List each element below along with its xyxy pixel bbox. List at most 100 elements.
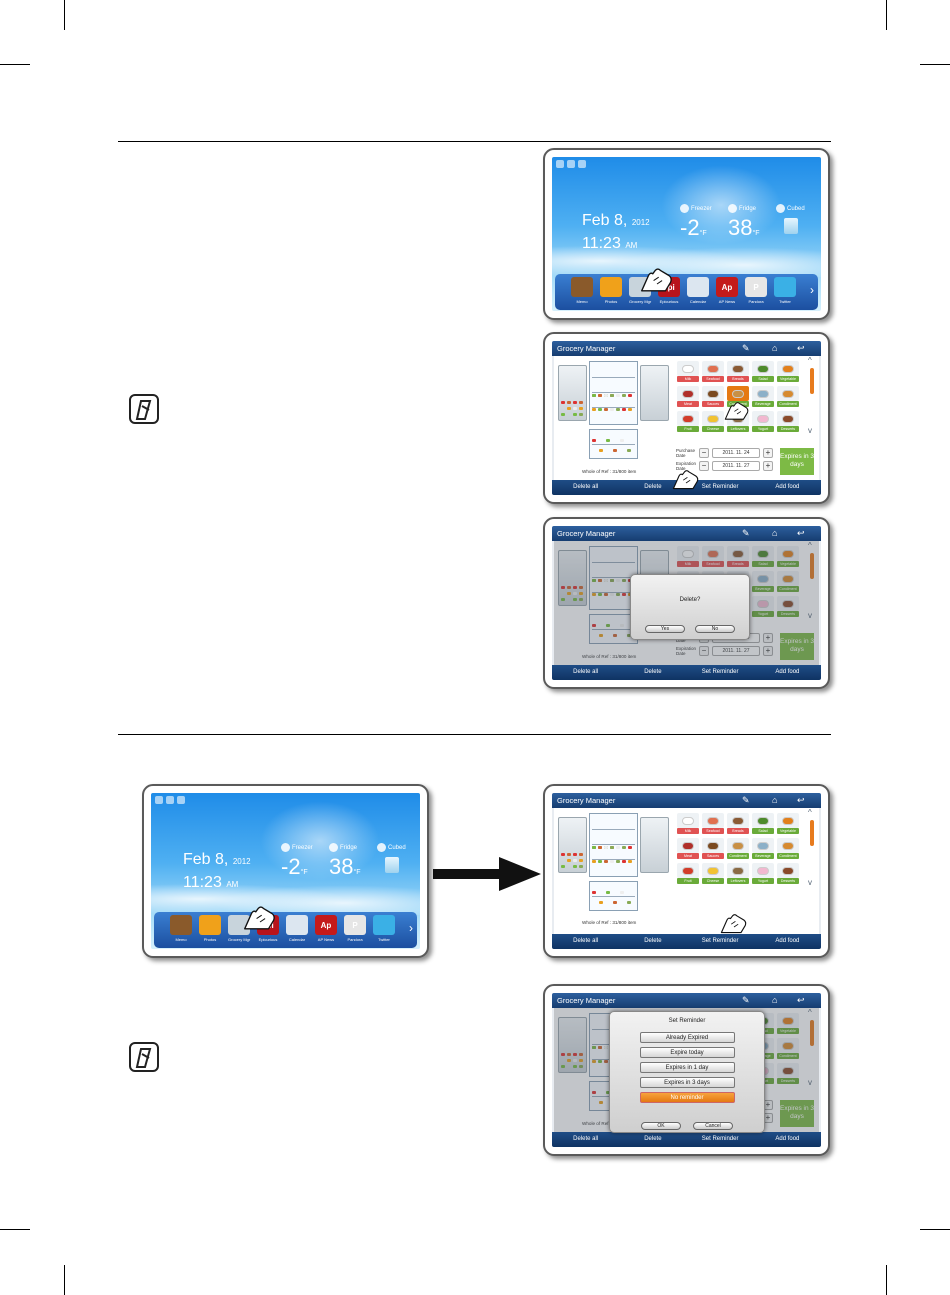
chevron-right-icon[interactable]: › xyxy=(409,921,413,935)
increase-button[interactable]: + xyxy=(763,447,773,458)
food-category-vegetable[interactable]: Vegetable xyxy=(777,1013,799,1034)
add-food-button[interactable]: Add food xyxy=(775,938,800,944)
food-category-yogurt[interactable]: Yogurt xyxy=(752,596,774,617)
home-icon[interactable]: ⌂ xyxy=(772,995,778,1005)
food-category-vegetable[interactable]: Vegetable xyxy=(777,546,799,567)
food-category-yogurt[interactable]: Yogurt xyxy=(752,411,774,432)
increase-button[interactable]: + xyxy=(763,645,773,656)
food-category-cheese[interactable]: Cheese xyxy=(702,411,724,432)
delete-all-button[interactable]: Delete all xyxy=(573,484,599,490)
back-icon[interactable]: ↩ xyxy=(797,343,805,353)
reminder-option[interactable]: Expire today xyxy=(639,1047,735,1058)
memo-icon[interactable]: ✎ xyxy=(742,343,750,353)
food-category-salad[interactable]: Salad xyxy=(752,361,774,382)
home-icon[interactable]: ⌂ xyxy=(772,343,778,353)
food-category-condiment[interactable]: Condiment xyxy=(777,571,799,592)
delete-all-button[interactable]: Delete all xyxy=(573,1136,599,1142)
food-category-desserts[interactable]: Desserts xyxy=(777,863,799,884)
ice-temp[interactable]: Cubed xyxy=(377,843,417,886)
food-category-breads[interactable]: Breads xyxy=(727,361,749,382)
ice-temp[interactable]: Cubed xyxy=(776,204,816,247)
decrease-button[interactable]: − xyxy=(699,645,709,656)
expiration-date[interactable]: 2011. 11. 27 xyxy=(712,460,760,471)
food-category-condiment[interactable]: Condiment xyxy=(777,1038,799,1059)
app-photos[interactable]: Photos xyxy=(199,915,221,942)
food-category-milk[interactable]: Milk xyxy=(677,361,699,382)
food-category-seafood[interactable]: Seafood xyxy=(702,361,724,382)
expiration-date[interactable]: 2011. 11. 27 xyxy=(712,645,760,656)
food-category-seafood[interactable]: Seafood xyxy=(702,813,724,834)
food-category-leftovers[interactable]: Leftovers xyxy=(727,863,749,884)
add-food-button[interactable]: Add food xyxy=(775,669,800,675)
food-category-desserts[interactable]: Desserts xyxy=(777,411,799,432)
food-category-sauces[interactable]: Sauces xyxy=(702,838,724,859)
fridge-diagram[interactable] xyxy=(558,813,678,923)
delete-all-button[interactable]: Delete all xyxy=(573,938,599,944)
back-icon[interactable]: ↩ xyxy=(797,528,805,538)
no-button[interactable]: No xyxy=(695,625,735,633)
add-food-button[interactable]: Add food xyxy=(775,1136,800,1142)
scrollbar-thumb[interactable] xyxy=(810,368,814,394)
reminder-option[interactable]: Already Expired xyxy=(639,1032,735,1043)
memo-icon[interactable]: ✎ xyxy=(742,995,750,1005)
food-category-desserts[interactable]: Desserts xyxy=(777,596,799,617)
set-reminder-button[interactable]: Set Reminder xyxy=(701,484,739,490)
scroll-down-icon[interactable]: v xyxy=(808,611,812,620)
set-reminder-button[interactable]: Set Reminder xyxy=(701,938,739,944)
reminder-option[interactable]: Expires in 3 days xyxy=(639,1077,735,1088)
set-reminder-button[interactable]: Set Reminder xyxy=(701,1136,739,1142)
scroll-down-icon[interactable]: v xyxy=(808,426,812,435)
back-icon[interactable]: ↩ xyxy=(797,795,805,805)
fridge-diagram[interactable] xyxy=(558,361,678,471)
food-category-fruit[interactable]: Fruit xyxy=(677,863,699,884)
increase-button[interactable]: + xyxy=(763,460,773,471)
freezer-temp[interactable]: Freezer-2°F xyxy=(680,204,720,247)
scroll-up-icon[interactable]: ^ xyxy=(808,1008,812,1017)
freezer-temp[interactable]: Freezer-2°F xyxy=(281,843,321,886)
reminder-option[interactable]: No reminder xyxy=(639,1092,735,1103)
delete-all-button[interactable]: Delete all xyxy=(573,669,599,675)
food-category-beverage[interactable]: Beverage xyxy=(752,571,774,592)
scrollbar-thumb[interactable] xyxy=(810,1020,814,1046)
expires-badge[interactable]: Expires in 3 days xyxy=(780,448,814,475)
cancel-button[interactable]: Cancel xyxy=(693,1122,733,1130)
delete-button[interactable]: Delete xyxy=(644,1136,662,1142)
food-category-meat[interactable]: Meat xyxy=(677,386,699,407)
expires-badge[interactable]: Expires in 3 days xyxy=(780,633,814,660)
app-calendar[interactable]: Calendar xyxy=(286,915,308,942)
scroll-down-icon[interactable]: v xyxy=(808,1078,812,1087)
app-memo[interactable]: Memo xyxy=(571,277,593,304)
add-food-button[interactable]: Add food xyxy=(775,484,800,490)
scroll-up-icon[interactable]: ^ xyxy=(808,541,812,550)
scroll-down-icon[interactable]: v xyxy=(808,878,812,887)
reminder-option[interactable]: Expires in 1 day xyxy=(639,1062,735,1073)
food-category-condiment[interactable]: Condiment xyxy=(777,386,799,407)
app-twitter[interactable]: Twitter xyxy=(774,277,796,304)
food-category-yogurt[interactable]: Yogurt xyxy=(752,863,774,884)
food-category-desserts[interactable]: Desserts xyxy=(777,1063,799,1084)
app-calendar[interactable]: Calendar xyxy=(687,277,709,304)
scrollbar-thumb[interactable] xyxy=(810,820,814,846)
app-grocery-mgr[interactable]: Grocery Mgr xyxy=(228,915,250,942)
purchase-date[interactable]: 2011. 11. 24 xyxy=(712,447,760,458)
decrease-button[interactable]: − xyxy=(699,460,709,471)
back-icon[interactable]: ↩ xyxy=(797,995,805,1005)
food-category-sauces[interactable]: Sauces xyxy=(702,386,724,407)
decrease-button[interactable]: − xyxy=(699,447,709,458)
scrollbar-thumb[interactable] xyxy=(810,553,814,579)
expires-badge[interactable]: Expires in 3 days xyxy=(780,1100,814,1127)
food-category-milk[interactable]: Milk xyxy=(677,813,699,834)
food-category-meat[interactable]: Meat xyxy=(677,838,699,859)
food-category-cheese[interactable]: Cheese xyxy=(702,863,724,884)
delete-button[interactable]: Delete xyxy=(644,938,662,944)
food-category-condiment[interactable]: Condiment xyxy=(727,838,749,859)
food-category-breads[interactable]: Breads xyxy=(727,813,749,834)
set-reminder-button[interactable]: Set Reminder xyxy=(701,669,739,675)
food-category-beverage[interactable]: Beverage xyxy=(752,386,774,407)
scroll-up-icon[interactable]: ^ xyxy=(808,808,812,817)
